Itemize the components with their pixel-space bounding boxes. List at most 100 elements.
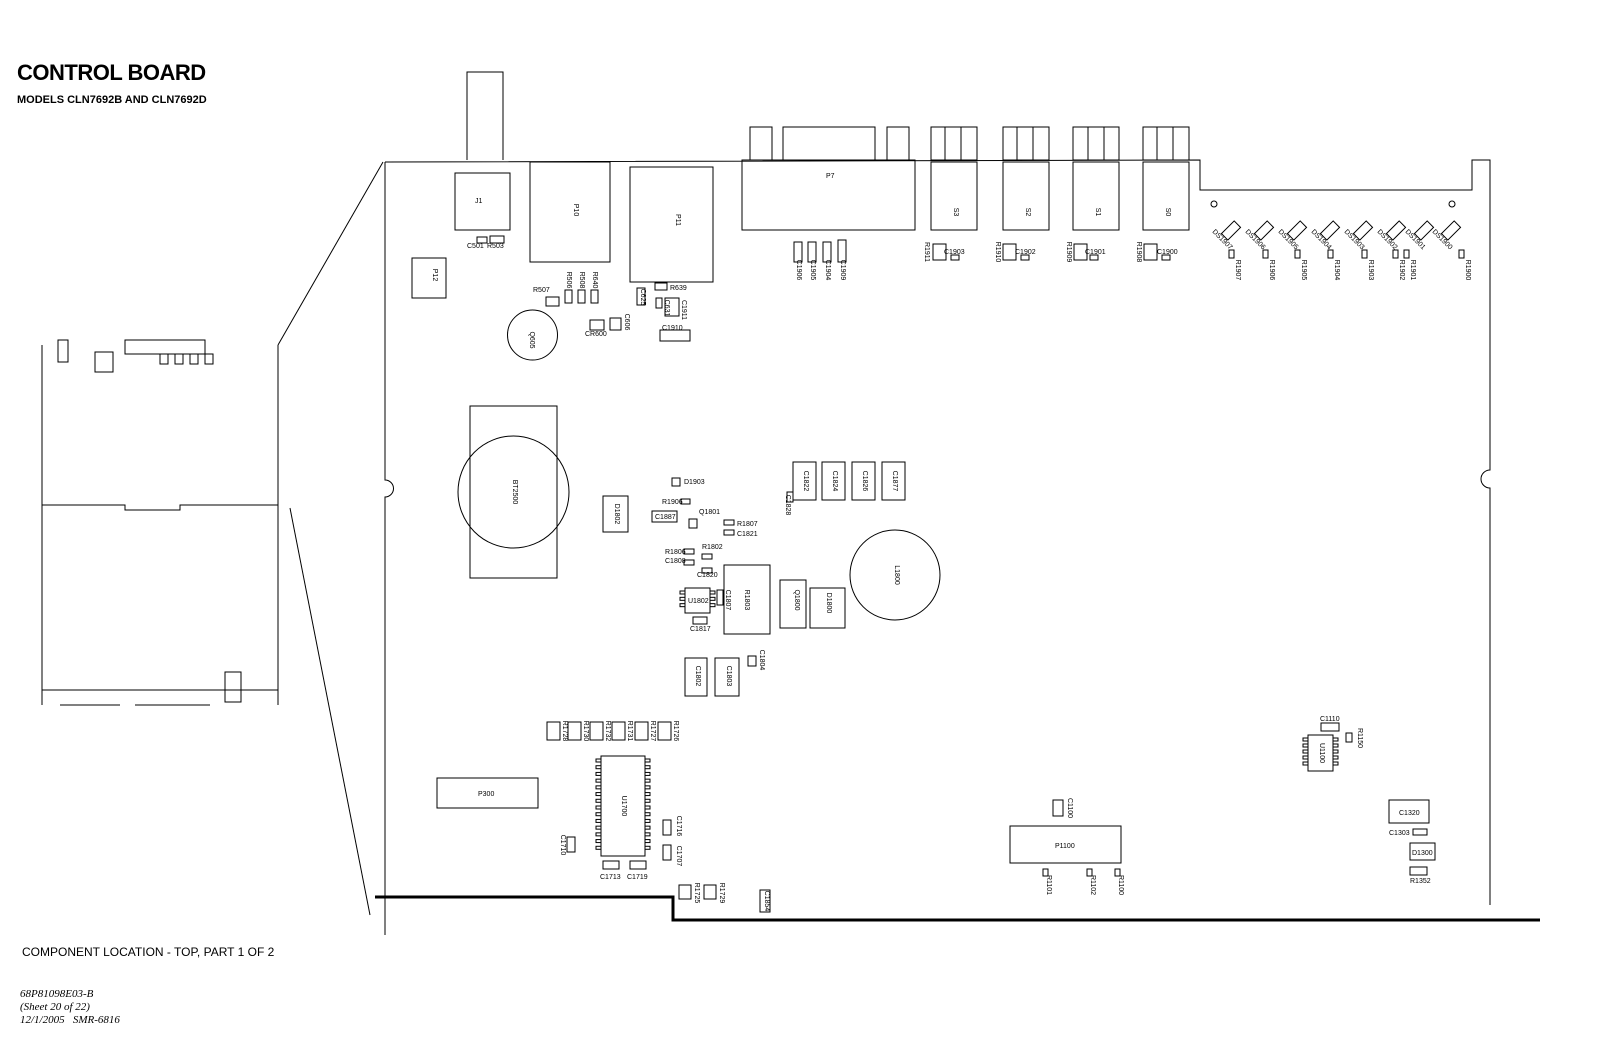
component-outline [566,836,576,853]
component-label: S0 [1164,208,1171,217]
component-r1906: R1906 [662,498,691,506]
component-label: R1909 [1065,242,1072,263]
component-outline [723,529,735,536]
ic-pin [709,603,716,608]
component-label: S2 [1024,208,1031,217]
component-r506: R506 [564,272,573,304]
component-outline [664,297,680,317]
component-c1824: C1824 [821,461,846,501]
component-label: C1822 [802,471,809,492]
component-label: C1110 [1320,716,1340,723]
component-label: P300 [478,791,494,798]
component-outline [651,510,678,523]
component-label: C1905 [809,260,816,281]
component-outline [1072,161,1120,231]
component-outline [564,289,573,304]
component-r1150: R1150 [1345,728,1363,748]
component-ds1906: DS1906 [1244,220,1275,251]
component-ds1902: DS1902 [1376,220,1407,251]
ic-pin [644,839,651,844]
component-outline [678,884,692,900]
ic-pin [595,758,602,763]
component-c1902: C1902 [1015,249,1036,261]
component-label: R1101 [1045,875,1052,895]
component-label: R1901 [1409,260,1416,281]
component-outline [454,172,511,231]
component-label: C1887 [655,514,676,521]
component-r1729: R1729 [703,883,725,903]
component-outline [1458,249,1465,259]
component-r1726: R1726 [657,721,679,741]
ic-pin [1332,743,1339,748]
ic-pin [644,805,651,810]
component-q1801: Q1801 [688,509,720,529]
component-r1802: R1802 [701,544,723,560]
component-p10: P10 [529,161,611,263]
component-label: R1807 [737,521,758,528]
component-label: Q605 [528,331,535,348]
ic-pin [679,603,686,608]
ic-pin [595,792,602,797]
component-outline [577,289,586,304]
component-label: U1802 [688,598,709,605]
component-label: R1150 [1356,728,1363,748]
component-label: R1906 [662,499,683,506]
component-r1731: R1731 [611,721,633,741]
component-outline [634,721,649,741]
ic-pin [595,771,602,776]
component-label: R1900 [1464,260,1471,281]
component-label: U1100 [1318,743,1325,763]
component-label: C1817 [690,626,711,633]
component-s2: S2 [1002,161,1050,231]
component-r1728: R1728 [546,721,568,742]
component-r1903: R1903 [1361,249,1374,280]
component-outline [741,159,916,231]
ic-pin [1332,755,1339,760]
ic-pin [644,765,651,770]
component-r1727: R1727 [634,721,656,741]
component-label: R1352 [1410,878,1431,885]
component-label: C501 [467,243,484,250]
component-c1820: C1820 [697,567,718,579]
component-c1900: C1900 [1157,249,1178,261]
component-outline [703,884,717,900]
ic-pin [644,832,651,837]
component-r1100: R1100 [1114,868,1124,895]
component-r1911: R1911 [923,242,947,262]
sheet-number: (Sheet 20 of 22) [20,1001,90,1013]
component-outline [1228,249,1235,259]
component-c1910: C1910 [659,325,691,342]
ic-pin [595,765,602,770]
component-c1905: C1905 [807,241,817,281]
component-d1802: D1802 [602,495,629,533]
component-outline [1114,868,1121,877]
component-p12: P12 [411,257,447,299]
component-outline [1409,842,1436,861]
ic-pin [679,596,686,601]
ic-pin [1302,755,1309,760]
component-label: P12 [431,269,438,282]
component-label: C1710 [559,835,566,856]
component-outline [1319,220,1341,241]
component-label: S3 [952,208,959,217]
component-s1: S1 [1072,161,1120,231]
page-subtitle: MODELS CLN7692B AND CLN7692D [17,94,207,106]
component-u1100: U1100 [1302,734,1339,772]
component-c1909: C1909 [837,239,847,280]
component-r1908: R1908 [1135,242,1158,262]
ic-pin [679,590,686,595]
component-l1800: L1800 [849,529,941,621]
component-outline [1262,249,1269,259]
component-label: R508 [578,272,585,289]
component-label: R1906 [1268,260,1275,281]
component-label: C606 [623,314,630,331]
component-label: C1821 [737,531,758,538]
ic-pin [644,798,651,803]
ic-pin [595,778,602,783]
component-outline [602,860,620,870]
component-label: C1100 [1066,798,1073,818]
component-label: R1728 [561,721,568,742]
ic-pin [595,818,602,823]
component-c1100: C1100 [1052,798,1073,818]
